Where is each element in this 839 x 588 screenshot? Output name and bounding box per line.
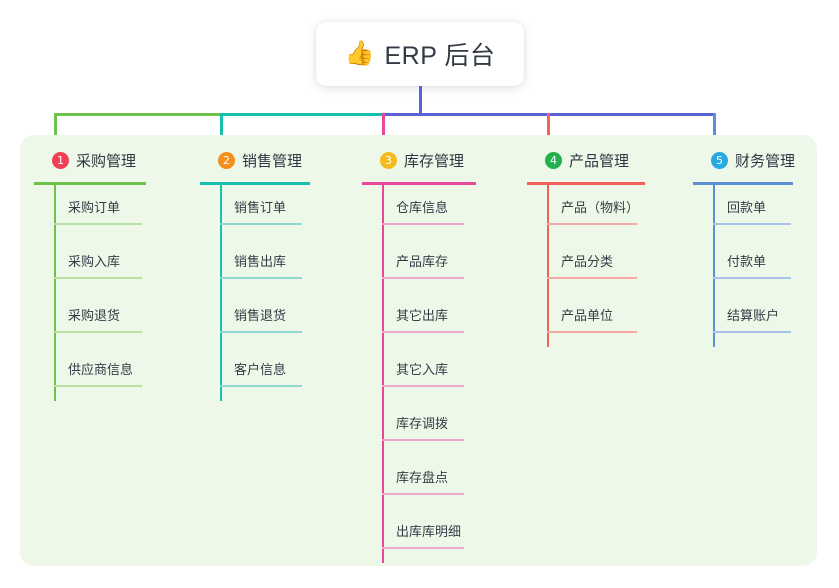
root-node[interactable]: 👍 ERP 后台 bbox=[316, 22, 524, 86]
leaf-item-label: 销售退货 bbox=[234, 308, 287, 323]
leaf-item-rule bbox=[220, 385, 302, 387]
leaf-item-label: 出库库明细 bbox=[396, 524, 462, 539]
leaf-item-label: 其它入库 bbox=[396, 362, 449, 377]
leaf-item-rule bbox=[382, 385, 464, 387]
column-number-badge: 4 bbox=[545, 151, 562, 169]
column-header-rule bbox=[362, 182, 476, 185]
column-title: 产品管理 bbox=[569, 152, 630, 170]
column-title: 库存管理 bbox=[404, 152, 465, 170]
leaf-item-label: 回款单 bbox=[727, 200, 767, 215]
leaf-item-label: 仓库信息 bbox=[396, 200, 449, 215]
column-header-rule bbox=[200, 182, 310, 185]
leaf-item-label: 产品（物料） bbox=[561, 200, 640, 215]
leaf-item-label: 其它出库 bbox=[396, 308, 449, 323]
leaf-item-label: 采购订单 bbox=[68, 200, 121, 215]
column-header-rule bbox=[527, 182, 645, 185]
column-header-3[interactable]: 3 库存管理 bbox=[362, 147, 512, 173]
leaf-item-label: 产品分类 bbox=[561, 254, 614, 269]
leaf-item-label: 产品单位 bbox=[561, 308, 614, 323]
branch-bar-segment-1 bbox=[54, 113, 223, 116]
leaf-item-label: 供应商信息 bbox=[68, 362, 134, 377]
column-header-rule bbox=[34, 182, 146, 185]
branch-column-1: 1 采购管理采购订单采购入库采购退货供应商信息 bbox=[34, 147, 184, 401]
branch-bar-segment-2 bbox=[220, 113, 385, 116]
branch-column-2: 2 销售管理销售订单销售出库销售退货客户信息 bbox=[200, 147, 348, 401]
branch-drop-4 bbox=[547, 113, 550, 149]
column-spine bbox=[54, 185, 56, 401]
leaf-item-rule bbox=[713, 223, 791, 225]
leaf-item-label: 库存调拨 bbox=[396, 416, 449, 431]
leaf-item-label: 产品库存 bbox=[396, 254, 449, 269]
leaf-item-rule bbox=[220, 331, 302, 333]
branch-drop-2 bbox=[220, 113, 223, 149]
leaf-item-rule bbox=[54, 385, 142, 387]
leaf-item-rule bbox=[547, 331, 637, 333]
trunk-line bbox=[419, 86, 422, 116]
leaf-item-rule bbox=[382, 439, 464, 441]
branch-column-4: 4 产品管理产品（物料） 产品分类产品单位 bbox=[527, 147, 679, 347]
column-header-5[interactable]: 5 财务管理 bbox=[693, 147, 825, 173]
column-spine bbox=[382, 185, 384, 563]
root-title: ERP 后台 bbox=[384, 42, 496, 70]
branch-column-5: 5 财务管理回款单付款单结算账户 bbox=[693, 147, 825, 347]
column-title: 采购管理 bbox=[76, 152, 137, 170]
leaf-item-rule bbox=[713, 277, 791, 279]
leaf-item-rule bbox=[382, 493, 464, 495]
leaf-item-rule bbox=[547, 223, 637, 225]
column-header-1[interactable]: 1 采购管理 bbox=[34, 147, 184, 173]
leaf-item-label: 付款单 bbox=[727, 254, 767, 269]
leaf-item-rule bbox=[382, 223, 464, 225]
leaf-item-label: 客户信息 bbox=[234, 362, 287, 377]
leaf-item-rule bbox=[382, 331, 464, 333]
leaf-item-rule bbox=[220, 223, 302, 225]
branch-drop-3 bbox=[382, 113, 385, 149]
leaf-item-rule bbox=[54, 223, 142, 225]
leaf-item-rule bbox=[382, 547, 464, 549]
leaf-item-rule bbox=[54, 277, 142, 279]
column-number-badge: 3 bbox=[380, 151, 397, 169]
thumbs-up-icon: 👍 bbox=[344, 40, 375, 67]
column-spine bbox=[547, 185, 549, 347]
leaf-item-rule bbox=[220, 277, 302, 279]
column-title: 销售管理 bbox=[242, 152, 303, 170]
column-header-4[interactable]: 4 产品管理 bbox=[527, 147, 679, 173]
branch-column-3: 3 库存管理仓库信息产品库存其它出库其它入库库存调拨库存盘点出库库明细 bbox=[362, 147, 512, 563]
column-title: 财务管理 bbox=[735, 152, 796, 170]
column-header-rule bbox=[693, 182, 793, 185]
column-spine bbox=[713, 185, 715, 347]
leaf-item-rule bbox=[547, 277, 637, 279]
leaf-item-label: 销售订单 bbox=[234, 200, 287, 215]
column-header-2[interactable]: 2 销售管理 bbox=[200, 147, 348, 173]
column-number-badge: 1 bbox=[52, 151, 69, 169]
leaf-item-rule bbox=[382, 277, 464, 279]
column-number-badge: 5 bbox=[711, 151, 728, 169]
leaf-item-label: 采购退货 bbox=[68, 308, 121, 323]
column-spine bbox=[220, 185, 222, 401]
branch-drop-1 bbox=[54, 113, 57, 149]
leaf-item-label: 销售出库 bbox=[234, 254, 287, 269]
leaf-item-label: 采购入库 bbox=[68, 254, 121, 269]
branch-drop-5 bbox=[713, 113, 716, 149]
leaf-item-rule bbox=[713, 331, 791, 333]
leaf-item-rule bbox=[54, 331, 142, 333]
column-number-badge: 2 bbox=[218, 151, 235, 169]
leaf-item-label: 库存盘点 bbox=[396, 470, 449, 485]
leaf-item-label: 结算账户 bbox=[727, 308, 780, 323]
